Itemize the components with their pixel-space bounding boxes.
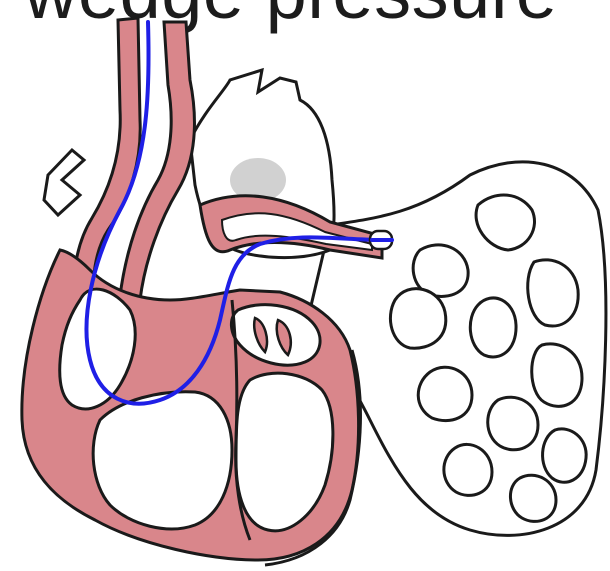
lung-alveolus-5 [470, 298, 516, 357]
vessel-stub-shape [44, 150, 84, 215]
vessel-stub [44, 150, 84, 215]
balloon-tip [370, 231, 392, 249]
lung-alveolus-4 [390, 289, 445, 349]
lung-alveolus-10 [444, 444, 492, 495]
right-ventricle-chamber [93, 392, 232, 529]
lung-alveolus-9 [543, 429, 587, 482]
lung-alveolus-8 [488, 397, 538, 450]
lung-alveolus-2 [528, 260, 578, 326]
heart-body [22, 250, 359, 560]
lung-alveolus-6 [532, 344, 582, 406]
lung-alveolus-11 [510, 475, 556, 521]
lung-alveolus-7 [418, 367, 472, 420]
